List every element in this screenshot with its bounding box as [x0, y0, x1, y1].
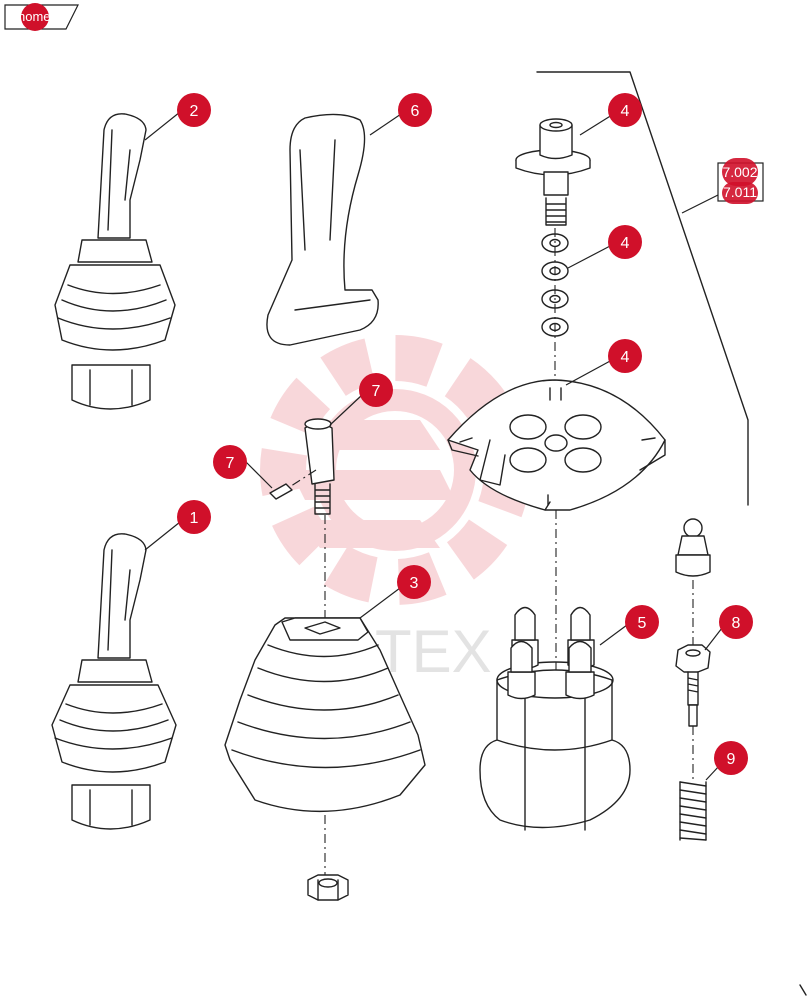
callout-3[interactable]: 3: [397, 565, 431, 599]
corner-mark: [799, 984, 807, 996]
pin-small-7: [269, 483, 293, 500]
callout-4-washers[interactable]: 4: [608, 225, 642, 259]
svg-text:4: 4: [621, 349, 630, 366]
callout-7-shaft[interactable]: 7: [359, 373, 393, 407]
switch-housing-5: [479, 606, 631, 831]
callout-8[interactable]: 8: [719, 605, 753, 639]
svg-text:5: 5: [638, 615, 647, 632]
switch-actuator-4: [515, 118, 591, 226]
joystick-assembly-2: [54, 113, 176, 410]
callout-7-pin[interactable]: 7: [213, 445, 247, 479]
reference-box[interactable]: 7.002 7.011: [717, 158, 764, 204]
callout-6[interactable]: 6: [398, 93, 432, 127]
assembly-bracket-line: [536, 71, 749, 506]
svg-text:6: 6: [411, 103, 420, 120]
rubber-boot-3: [224, 617, 426, 813]
handle-grip-6: [266, 113, 379, 346]
home-button-shape: [4, 3, 79, 31]
plunger-cap: [675, 518, 711, 577]
callout-2[interactable]: 2: [177, 93, 211, 127]
svg-text:9: 9: [727, 751, 736, 768]
mounting-plate-4: [447, 379, 666, 511]
svg-text:8: 8: [732, 615, 741, 632]
hex-nut: [307, 874, 349, 901]
svg-text:1: 1: [190, 510, 199, 527]
svg-text:2: 2: [190, 103, 199, 120]
svg-text:7: 7: [372, 383, 381, 400]
callout-9[interactable]: 9: [714, 741, 748, 775]
svg-text:7: 7: [226, 455, 235, 472]
plunger-set: [507, 606, 595, 700]
joystick-assembly-1: [51, 533, 177, 830]
callout-5[interactable]: 5: [625, 605, 659, 639]
callout-4-plate[interactable]: 4: [608, 339, 642, 373]
home-button[interactable]: home: [4, 3, 80, 31]
reference-7011[interactable]: 7.011: [723, 184, 757, 200]
adjusting-screw-8: [675, 644, 711, 727]
reference-7002[interactable]: 7.002: [722, 164, 757, 180]
svg-text:3: 3: [410, 575, 419, 592]
callout-4-top[interactable]: 4: [608, 93, 642, 127]
spring-9: [679, 781, 707, 841]
callout-1[interactable]: 1: [177, 500, 211, 534]
svg-text:4: 4: [621, 103, 630, 120]
svg-text:4: 4: [621, 235, 630, 252]
